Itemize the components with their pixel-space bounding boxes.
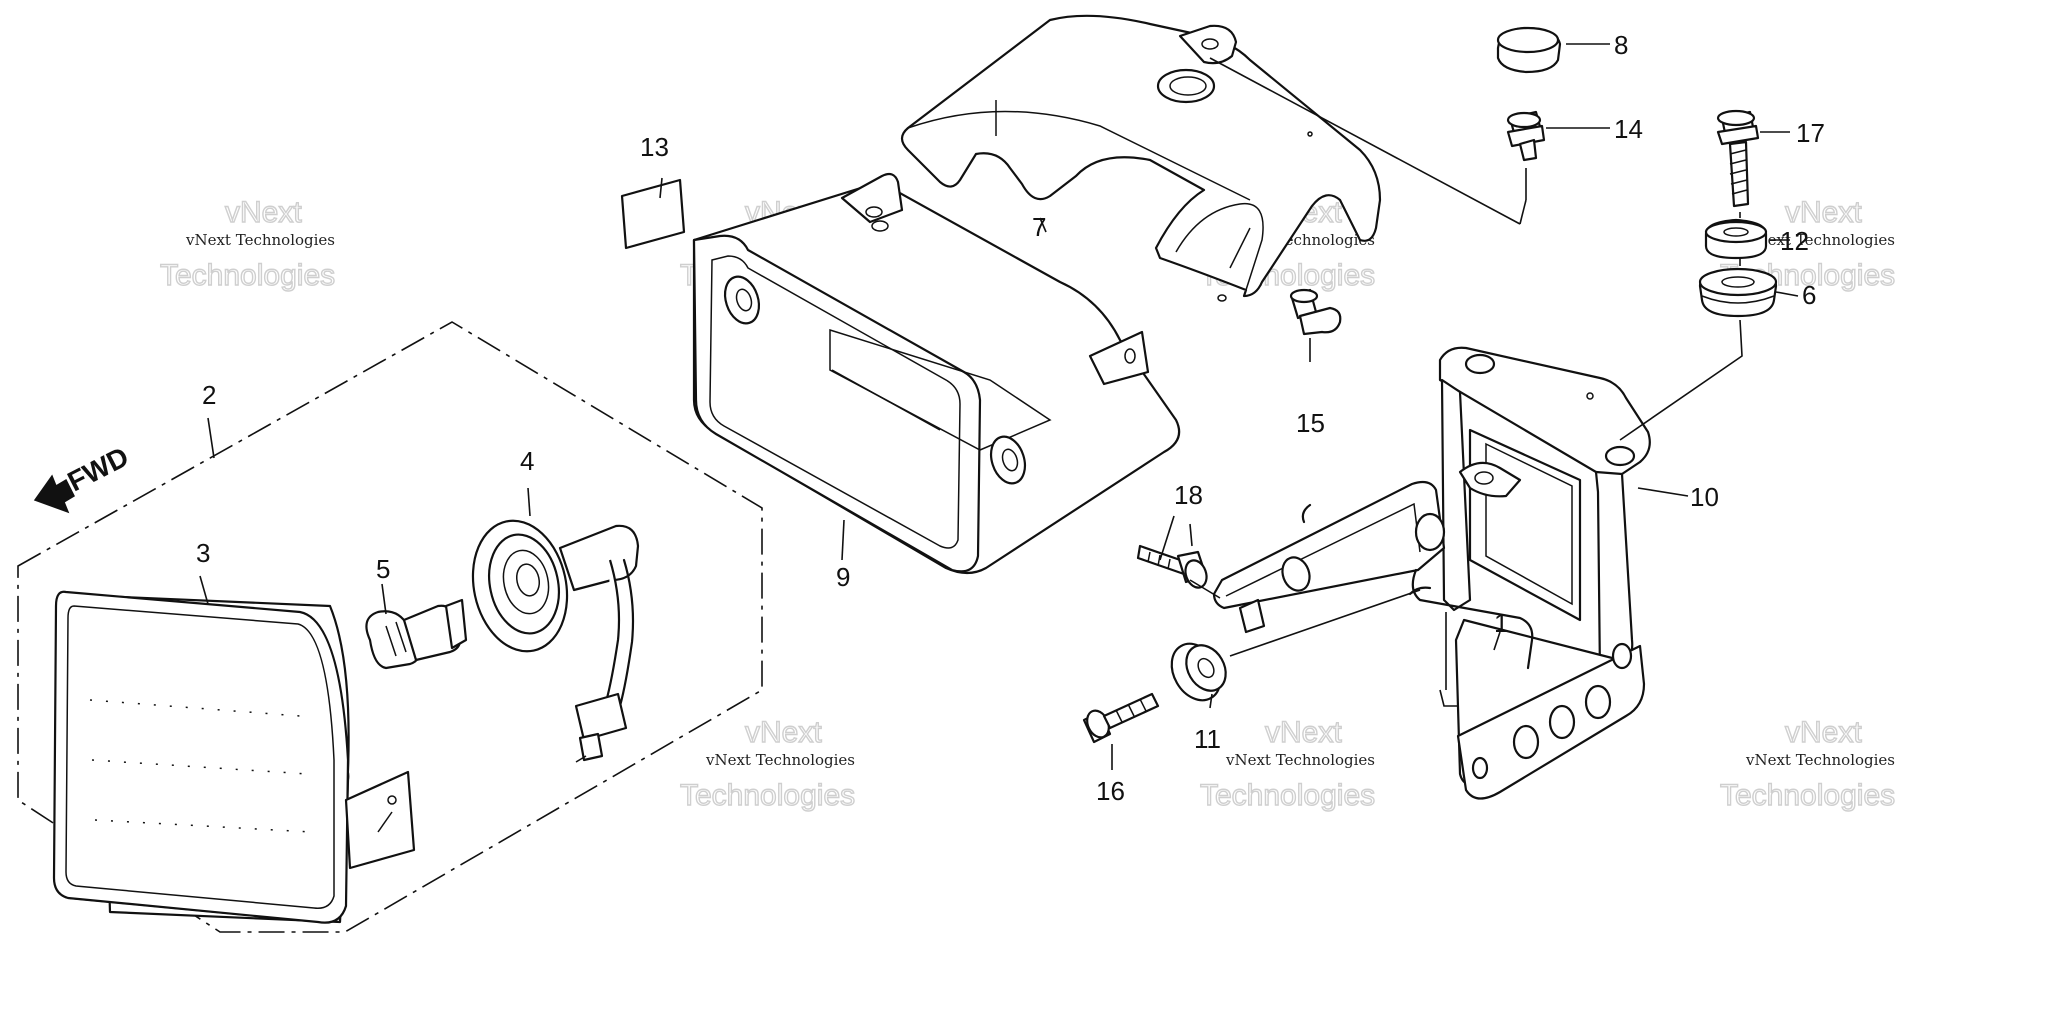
part-bolt-14	[1506, 110, 1546, 162]
callout-9: 9	[836, 562, 850, 592]
part-headlight-case	[692, 172, 1181, 575]
forward-arrow-icon	[33, 474, 75, 514]
watermark-brand-outline: vNext	[745, 716, 822, 749]
part-bolt-16	[1082, 692, 1160, 744]
part-label-sticker	[620, 178, 686, 250]
watermark-tech-outline: Technologies	[1720, 779, 1895, 812]
watermark-7: vNext Technologies vNext Technologies	[1199, 715, 1376, 812]
watermark-text: vNext Technologies	[1745, 231, 1895, 249]
callout-14: 14	[1614, 114, 1643, 144]
watermark-6: vNext Technologies vNext Technologies	[679, 715, 856, 812]
watermark-tech-outline: Technologies	[160, 259, 335, 292]
part-bolt-18	[1136, 544, 1208, 589]
watermark-text: vNext Technologies	[705, 751, 855, 769]
callout-17: 17	[1796, 118, 1825, 148]
watermark-brand-outline: vNext	[1785, 716, 1862, 749]
callout-12: 12	[1780, 226, 1809, 256]
callout-5: 5	[376, 554, 390, 584]
callout-6: 6	[1802, 280, 1816, 310]
part-headlight-unit	[52, 590, 416, 924]
callout-labels: 1 2 3 4 5 6 7 8 9 10 11 12 13 14 15 16 1…	[196, 30, 1825, 806]
callout-7: 7	[1032, 212, 1046, 242]
callout-3: 3	[196, 538, 210, 568]
callout-13: 13	[640, 132, 669, 162]
part-bolt-17	[1716, 109, 1760, 208]
assembly-group-outline	[17, 321, 763, 933]
forward-label: FWD	[63, 441, 134, 498]
part-collar-12	[1704, 218, 1768, 260]
watermark-text: vNext Technologies	[1745, 751, 1895, 769]
part-clip-15	[1289, 288, 1342, 336]
watermark-text: vNext Technologies	[1225, 751, 1375, 769]
callout-4: 4	[520, 446, 534, 476]
watermark-brand-outline: vNext	[1785, 196, 1862, 229]
callout-10: 10	[1690, 482, 1719, 512]
callout-18: 18	[1174, 480, 1203, 510]
part-rubber-cap	[1496, 26, 1562, 74]
watermark-text: vNext Technologies	[185, 231, 335, 249]
part-headlight-stay	[1212, 346, 1651, 800]
part-socket-harness	[471, 519, 640, 763]
watermark-8: vNext Technologies vNext Technologies	[1719, 715, 1896, 812]
headlight-assembly-group	[17, 321, 763, 933]
callout-16: 16	[1096, 776, 1125, 806]
callout-11: 11	[1194, 724, 1221, 754]
forward-direction-indicator: FWD	[33, 441, 134, 514]
part-grommet-11	[1170, 642, 1227, 702]
callout-8: 8	[1614, 30, 1628, 60]
part-bulb	[365, 598, 468, 670]
part-grommet-6	[1698, 267, 1778, 318]
watermark-brand-outline: vNext	[1265, 716, 1342, 749]
watermark-brand-outline: vNext	[225, 196, 302, 229]
leader-lines	[199, 43, 1799, 770]
callout-1: 1	[1494, 608, 1508, 638]
watermark-tech-outline: Technologies	[680, 779, 855, 812]
watermark-1: vNext Technologies vNext Technologies	[159, 195, 336, 292]
watermark-tech-outline: Technologies	[1200, 779, 1375, 812]
callout-2: 2	[202, 380, 216, 410]
callout-15: 15	[1296, 408, 1325, 438]
